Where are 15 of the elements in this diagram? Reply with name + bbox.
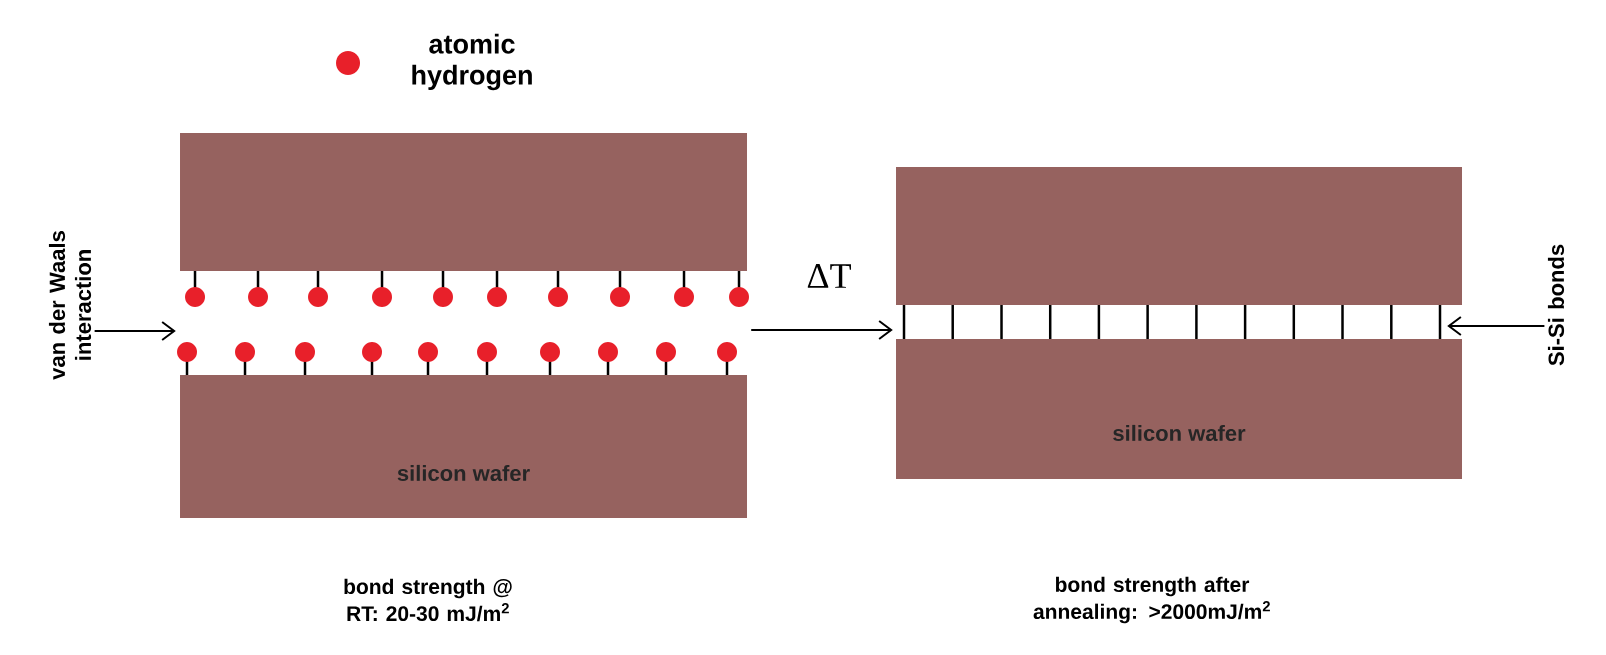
rotated-label: Si-Si bonds [1547, 244, 1565, 366]
hydrogen-terminated-surface-drawing [177, 271, 749, 375]
legend-label: atomic hydrogen [412, 33, 532, 91]
silicon-wafer: silicon wafer [180, 375, 747, 518]
rotated-label: van der Waals interaction [48, 231, 92, 380]
arrow [750, 320, 893, 340]
silicon-wafer: silicon wafer [896, 339, 1462, 479]
bond-strength-note: bond strength @ RT: 20-30 mJ/m$^{2}$ [344, 578, 512, 622]
edge-label: ΔT [807, 264, 851, 288]
silicon-wafer [180, 133, 747, 271]
bond-strength-note: bond strength after annealing: >2000mJ/m$^{2}$ [1033, 576, 1270, 624]
si-si-bond-drawing [902, 305, 1442, 339]
arrow [93, 321, 176, 341]
arrow [1447, 316, 1546, 336]
silicon-wafer [896, 167, 1462, 305]
